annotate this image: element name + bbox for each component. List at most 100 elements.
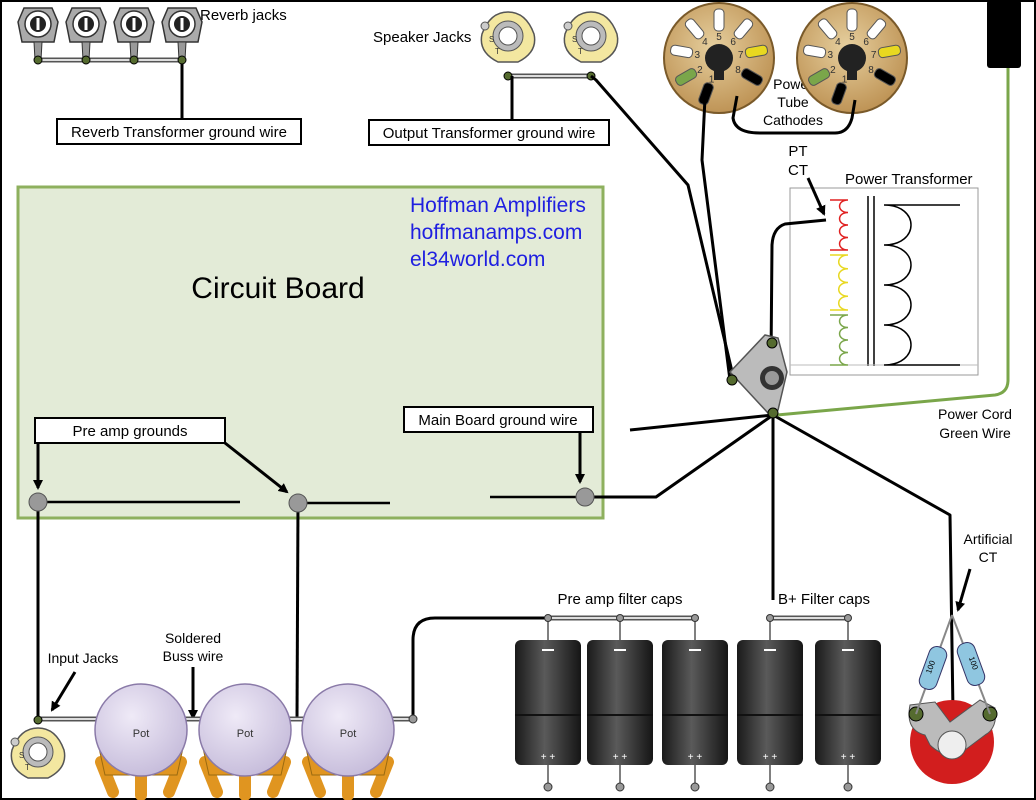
soldered-buss-label-2: Buss wire xyxy=(163,648,224,664)
pot-2: Pot xyxy=(198,683,292,800)
tube-pin-label-6: 6 xyxy=(730,37,736,48)
power-transformer: Power Transformer PT CT xyxy=(788,143,979,376)
output-transformer-ground-label: Output Transformer ground wire xyxy=(383,125,596,142)
power-cord-green-wire xyxy=(776,68,1010,417)
brand-url-2: el34world.com xyxy=(410,248,545,271)
brand-url-1: hoffmanamps.com xyxy=(410,221,582,244)
main-board-ground-label: Main Board ground wire xyxy=(418,412,577,429)
pot-label: Pot xyxy=(133,728,150,740)
power-cord-label-1: Power Cord xyxy=(938,406,1012,422)
tube-pin-5 xyxy=(713,8,725,32)
reverb-jacks: Reverb jacks xyxy=(38,7,287,63)
soldered-buss-label-1: Soldered xyxy=(165,630,221,646)
resistor-1: 100 xyxy=(915,614,953,715)
pre-amp-grounds-box: Pre amp grounds xyxy=(34,417,226,444)
tube-pin-label-1: 1 xyxy=(709,75,715,86)
reverb-jacks-label: Reverb jacks xyxy=(200,7,287,24)
filter-caps: Pre amp filter caps B+ Filter caps + + + … xyxy=(515,591,881,792)
jack-letter-t: T xyxy=(25,763,30,772)
power-tube-label-3: Cathodes xyxy=(763,112,823,128)
circuit-board: Circuit Board Hoffman Amplifiers hoffman… xyxy=(16,185,605,520)
jack-letter-t: T xyxy=(495,47,500,56)
tube-pin-label-6: 6 xyxy=(863,37,869,48)
circuit-board-label: Circuit Board xyxy=(191,272,364,305)
cap-polarity: + + xyxy=(613,752,628,763)
tube-pin-label-8: 8 xyxy=(868,65,874,76)
pots: Pot Pot Pot xyxy=(38,683,418,800)
filter-cap-2: + + xyxy=(587,614,653,792)
power-cord-label-2: Green Wire xyxy=(939,425,1011,441)
pot-3: Pot xyxy=(301,683,395,800)
tube-pin-2 xyxy=(808,68,831,86)
artificial-ct-label-2: CT xyxy=(979,549,998,565)
rca-jack-3 xyxy=(113,7,155,65)
reverb-transformer-ground-label: Reverb Transformer ground wire xyxy=(71,124,287,141)
pot-label: Pot xyxy=(340,728,357,740)
resistor-2: 100 xyxy=(951,614,991,715)
tube-pin-label-5: 5 xyxy=(849,32,855,43)
tube-pin-3 xyxy=(670,44,694,59)
artificial-ct-assembly: 100 100 xyxy=(908,614,998,784)
tube-pin-6 xyxy=(866,18,887,40)
tube-pin-label-3: 3 xyxy=(695,50,701,61)
pt-ct-label-2: CT xyxy=(788,162,808,179)
buss-end xyxy=(408,714,418,724)
resistor-2-value: 100 xyxy=(967,655,980,671)
filter-cap-5: + + xyxy=(815,614,881,792)
tube-pin-label-2: 2 xyxy=(830,65,836,76)
cap-polarity: + + xyxy=(763,752,778,763)
preamp-ground-point-1 xyxy=(28,492,48,512)
jack-letter-t: T xyxy=(578,47,583,56)
filter-cap-4: + + xyxy=(737,614,803,792)
tube-pin-label-5: 5 xyxy=(716,32,722,43)
pot-label: Pot xyxy=(237,728,254,740)
tube-pin-1 xyxy=(831,82,847,106)
ground-lug xyxy=(726,334,788,419)
rca-jack-4 xyxy=(161,7,203,65)
tube-pin-4 xyxy=(817,18,838,40)
input-jack-body: ST xyxy=(10,727,66,779)
tube-pin-label-7: 7 xyxy=(871,50,877,61)
power-transformer-label: Power Transformer xyxy=(845,171,973,188)
speaker-jack-1: ST xyxy=(480,11,536,63)
tube-pin-label-7: 7 xyxy=(738,50,744,61)
tube-pin-5 xyxy=(846,8,858,32)
tube-pin-3 xyxy=(803,44,827,59)
tube-pin-label-8: 8 xyxy=(735,65,741,76)
pre-amp-grounds-label: Pre amp grounds xyxy=(72,423,187,440)
tube-pin-1 xyxy=(698,82,714,106)
pre-amp-filter-caps-label: Pre amp filter caps xyxy=(557,591,682,608)
tube-pin-label-3: 3 xyxy=(828,50,834,61)
main-board-ground-point xyxy=(575,487,595,507)
resistor-1-value: 100 xyxy=(924,659,937,675)
tube-pin-2 xyxy=(675,68,698,86)
rca-jack-1 xyxy=(17,7,59,65)
cap-polarity: + + xyxy=(688,752,703,763)
brand-name: Hoffman Amplifiers xyxy=(410,194,586,217)
filter-cap-3: + + xyxy=(662,614,728,792)
preamp-ground-point-2 xyxy=(288,493,308,513)
power-cord-plug xyxy=(987,0,1021,68)
ground-wires xyxy=(36,60,955,721)
cap-polarity: + + xyxy=(841,752,856,763)
input-jacks-label: Input Jacks xyxy=(48,650,119,666)
jack-letter-s: S xyxy=(489,35,494,44)
b-plus-filter-caps-label: B+ Filter caps xyxy=(778,591,870,608)
tube-pin-label-4: 4 xyxy=(702,37,708,48)
artificial-ct-label-1: Artificial xyxy=(963,531,1012,547)
main-board-ground-box: Main Board ground wire xyxy=(403,406,594,433)
pot-1: Pot xyxy=(94,683,188,800)
jack-letter-s: S xyxy=(19,751,24,760)
speaker-jacks-label: Speaker Jacks xyxy=(373,29,471,46)
output-transformer-ground-box: Output Transformer ground wire xyxy=(368,119,610,146)
speaker-jack-2: ST xyxy=(563,11,619,63)
tube-pin-label-1: 1 xyxy=(842,75,848,86)
tube-pin-8 xyxy=(740,68,763,86)
jack-letter-s: S xyxy=(572,35,577,44)
input-jack: ST xyxy=(10,715,66,779)
power-tube-label-2: Tube xyxy=(777,94,809,110)
label-arrows xyxy=(33,177,972,720)
